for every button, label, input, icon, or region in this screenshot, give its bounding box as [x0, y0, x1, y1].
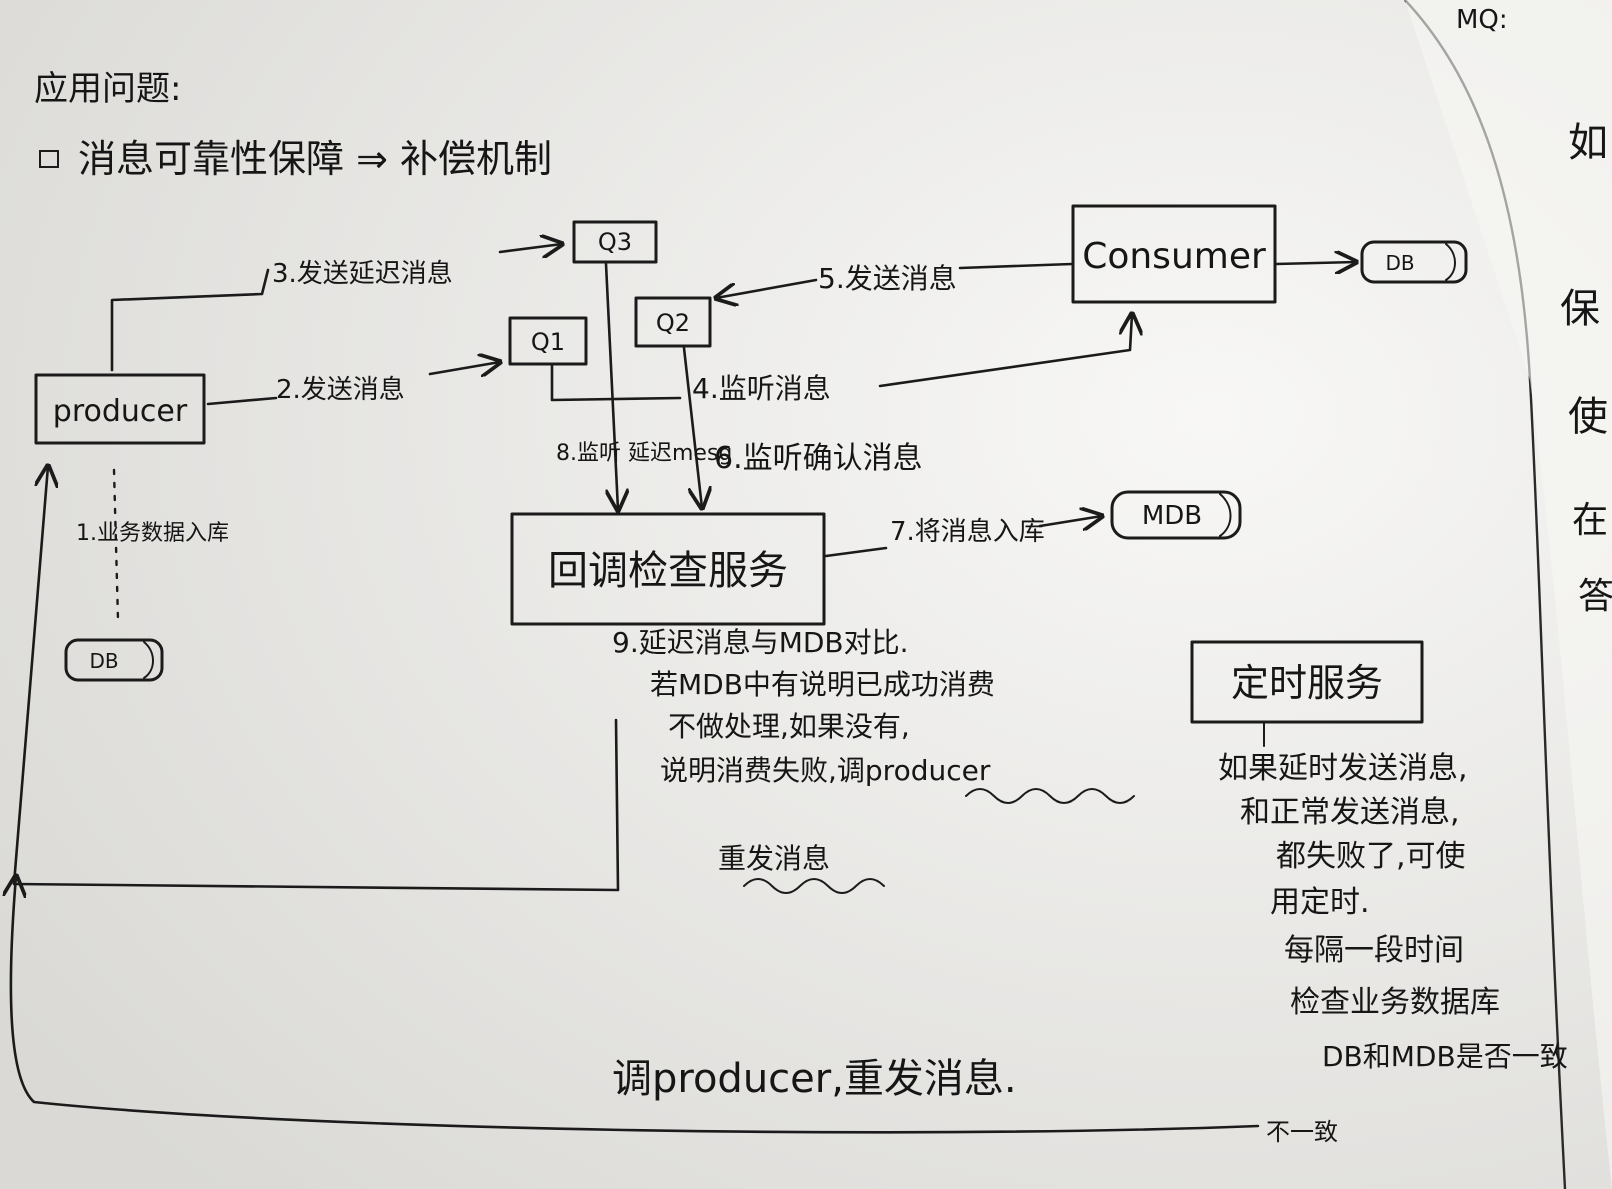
consumer-db	[1360, 240, 1468, 284]
callback-check-service	[510, 512, 826, 626]
q2-label: Q2	[656, 309, 690, 337]
timer-line-2: 和正常发送消息,	[1240, 795, 1460, 830]
edge-step2-a	[206, 396, 278, 406]
edge-step5-b	[716, 278, 818, 298]
edge-step3-a	[110, 268, 270, 372]
callback-check-label: 回调检查服务	[548, 548, 788, 594]
producer-db-label: DB	[89, 649, 118, 673]
checkbox-mark	[39, 150, 59, 168]
consumer-label: Consumer	[1082, 236, 1266, 277]
section-subtitle: 消息可靠性保障 ⇒ 补偿机制	[78, 137, 552, 181]
edge-step4-b	[878, 314, 1132, 388]
q3-label: Q3	[598, 228, 632, 256]
step3-label: 3.发送延迟消息	[272, 259, 453, 289]
feedback-label: 调producer,重发消息.	[612, 1056, 1017, 1102]
timer-service	[1190, 640, 1424, 724]
step2-label: 2.发送消息	[276, 375, 405, 405]
margin-char-1: 如	[1568, 120, 1608, 166]
page-title: 应用问题:	[34, 69, 181, 109]
edge-consumer-db	[1274, 262, 1356, 264]
underline-resend	[743, 878, 885, 894]
q3-node	[572, 220, 658, 264]
underline-producer	[965, 788, 1135, 804]
margin-char-5: 答	[1578, 576, 1612, 617]
producer-label: producer	[53, 394, 188, 429]
step9-line-3: 不做处理,如果没有,	[668, 710, 910, 743]
step5-label: 5.发送消息	[818, 262, 957, 295]
inconsistent-label: 不一致	[1266, 1118, 1338, 1146]
edge-step4-a	[550, 364, 682, 402]
step9-line-2: 若MDB中有说明已成功消费	[650, 668, 995, 701]
q1-label: Q1	[531, 328, 565, 356]
step7-label: 7.将消息入库	[890, 517, 1045, 547]
timer-note: 如果延时发送消息, 和正常发送消息, 都失败了,可使 用定时. 每隔一段时间 检…	[1218, 751, 1568, 1073]
mdb-label: MDB	[1142, 501, 1202, 531]
edge-step7-b	[1038, 516, 1102, 526]
edge-step8	[604, 262, 618, 510]
step9-line-4: 说明消费失败,调producer	[660, 754, 991, 787]
q1-node	[508, 316, 588, 366]
producer-db	[64, 638, 164, 682]
edge-step6	[682, 346, 702, 508]
consumer-node	[1071, 204, 1277, 304]
resend-label: 重发消息	[718, 842, 830, 875]
edge-step7-a	[824, 546, 888, 558]
step6-label: 6.监听确认消息	[714, 441, 923, 476]
timer-line-3: 都失败了,可使	[1276, 839, 1466, 874]
timer-service-label: 定时服务	[1231, 661, 1383, 705]
next-page	[1405, 0, 1612, 1189]
edge-step5-a	[958, 262, 1074, 270]
step8-label: 8.监听 延迟mesg	[556, 441, 732, 466]
timer-line-4: 用定时.	[1270, 885, 1370, 920]
step1-label: 1.业务数据入库	[76, 521, 229, 546]
step9-line-1: 9.延迟消息与MDB对比.	[612, 626, 909, 659]
edge-step2-b	[428, 362, 500, 374]
margin-char-3: 使	[1568, 394, 1608, 440]
margin-char-4: 在	[1572, 500, 1608, 541]
edge-step1	[112, 468, 120, 622]
right-margin-text: 如 保 使 在 答	[1560, 120, 1612, 617]
consumer-db-label: DB	[1385, 251, 1414, 275]
q2-node	[634, 296, 712, 348]
producer-node	[34, 373, 206, 445]
timer-line-1: 如果延时发送消息,	[1218, 751, 1468, 786]
timer-line-7: DB和MDB是否一致	[1322, 1040, 1568, 1073]
step9-note: 9.延迟消息与MDB对比. 若MDB中有说明已成功消费 不做处理,如果没有, 说…	[612, 626, 995, 787]
timer-line-6: 检查业务数据库	[1290, 985, 1500, 1020]
mdb-node	[1110, 490, 1242, 540]
step4-label: 4.监听消息	[692, 372, 831, 405]
edge-timer-loop	[11, 876, 1260, 1134]
edge-step3-b	[498, 244, 562, 252]
margin-char-2: 保	[1560, 286, 1600, 332]
edge-resend-loop	[12, 466, 620, 892]
timer-line-5: 每隔一段时间	[1284, 933, 1464, 968]
corner-label: MQ:	[1456, 5, 1508, 35]
